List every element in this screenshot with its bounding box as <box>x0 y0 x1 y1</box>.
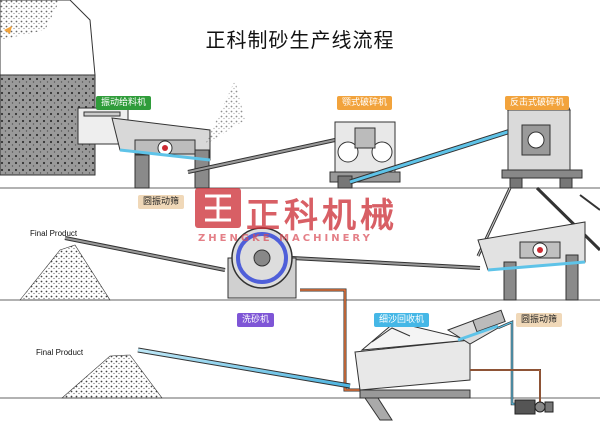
watermark-cn: 正科机械 <box>246 196 398 236</box>
return-belt <box>579 194 600 211</box>
feeder-icon <box>77 107 211 189</box>
sand-wheel-icon <box>227 227 297 299</box>
label-circular-screen-1: 圆振动筛 <box>138 195 185 209</box>
label-impact-crusher: 反击式破碎机 <box>505 96 570 110</box>
water-pipe <box>300 288 360 392</box>
label-sand-washer: 洗砂机 <box>237 313 275 327</box>
label-jaw-crusher: 颚式破碎机 <box>337 96 393 110</box>
final-pile-1 <box>19 244 111 301</box>
conveyor-belt-2 <box>349 125 521 185</box>
final-pile-2 <box>61 354 163 399</box>
watermark-en: ZHENGKE MACHINERY <box>198 233 373 244</box>
final-product-label-1: Final Product <box>30 229 78 238</box>
cyclone-icon <box>446 309 506 345</box>
conveyor-belt-6 <box>137 347 351 389</box>
conveyor-belt-1 <box>187 138 336 174</box>
impact-crusher-icon <box>501 99 583 189</box>
fine-sand-recycler-icon <box>354 321 471 421</box>
label-fine-sand-recycler: 细沙回收机 <box>374 313 430 327</box>
final-product-label-2: Final Product <box>36 348 84 357</box>
label-vibrating-feeder: 振动给料机 <box>96 96 152 110</box>
label-circular-screen-2: 圆振动筛 <box>516 313 563 327</box>
pump-icon <box>514 399 554 415</box>
zhengke-logo-icon <box>195 188 241 228</box>
page-title: 正科制砂生产线流程 <box>205 28 395 52</box>
conveyor-belt-5 <box>64 236 226 272</box>
conveyor-belt-4 <box>291 256 481 270</box>
vibrating-screen-icon <box>477 221 586 301</box>
dust-trail <box>205 80 245 145</box>
